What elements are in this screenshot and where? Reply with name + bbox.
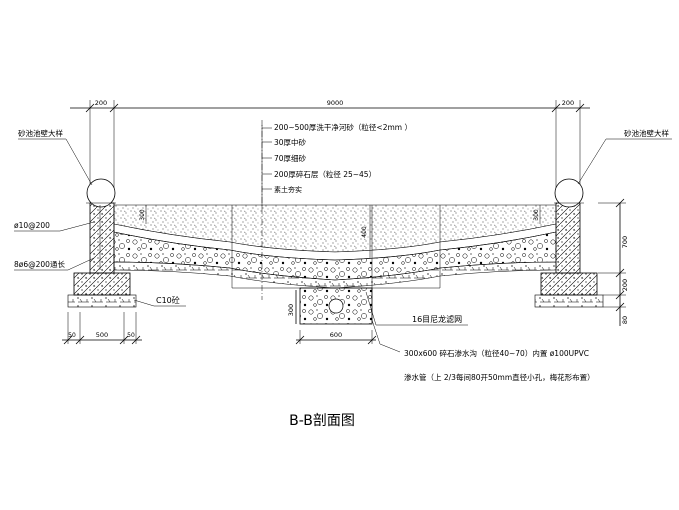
dim-left-50a: 50 (68, 332, 76, 339)
layer-2: 70厚细砂 (274, 153, 307, 163)
left-wall (67, 178, 137, 308)
left-wall-detail-circle (86, 178, 116, 208)
dim-right-wall: 200 (562, 99, 574, 107)
right-wall (534, 178, 604, 308)
rebar-dist-label: 8ø6@200通长 (14, 259, 65, 269)
right-annotations: 砂池池壁大样 16目尼龙滤网 300x600 碎石渗水沟（粒径40~70）内置 … (365, 128, 672, 382)
layer-1: 30厚中砂 (274, 137, 307, 147)
dim-sand-depth-right: 300 (533, 209, 540, 221)
filter-mesh-label: 16目尼龙滤网 (412, 314, 462, 324)
drain-trench: 600 300 (287, 287, 377, 345)
bottom-left-dimensions: 50 500 50 (62, 312, 142, 345)
dim-sand-depth-center: 400 (361, 226, 368, 238)
section-body (113, 120, 557, 300)
dim-sand-depth-left: 300 (139, 209, 146, 221)
dim-left-500: 500 (96, 331, 108, 339)
wall-detail-label-left: 砂池池壁大样 (18, 128, 63, 138)
drain-pipe (328, 298, 344, 314)
dim-span: 9000 (327, 99, 344, 107)
dim-left-50b: 50 (127, 332, 135, 339)
dim-trench-width: 600 (330, 331, 342, 339)
layer-4: 素土夯实 (274, 185, 302, 194)
trench-label: 300x600 碎石渗水沟（粒径40~70）内置 ø100UPVC (404, 348, 589, 358)
top-dimension-line: 200 9000 200 (70, 99, 590, 192)
dim-trench-depth: 300 (287, 304, 295, 316)
layer-callout: 200~500厚洗干净河砂（粒径<2mm ） 30厚中砂 70厚细砂 200厚碎… (261, 122, 412, 208)
dim-left-wall: 200 (95, 99, 107, 107)
rebar-main-label: ø10@200 (14, 221, 50, 230)
vertical-dimensions: 300 400 300 700 200 80 (139, 198, 629, 326)
right-wall-detail-circle (554, 178, 584, 208)
layer-0: 200~500厚洗干净河砂（粒径<2mm ） (274, 122, 412, 132)
layer-3: 200厚碎石层（粒径 25~45） (274, 169, 376, 179)
pipe-note: 渗水管（上 2/3每间80开50mm直径小孔，梅花形布置） (404, 372, 595, 382)
dim-right-200: 200 (621, 279, 629, 291)
left-annotations: 砂池池壁大样 ø10@200 8ø6@200通长 C10砼 (14, 128, 186, 307)
concrete-label: C10砼 (156, 295, 180, 305)
dim-right-80: 80 (621, 316, 629, 324)
dim-right-700: 700 (621, 236, 629, 248)
wall-detail-label-right: 砂池池壁大样 (624, 128, 669, 138)
page-title: B-B剖面图 (289, 413, 355, 429)
